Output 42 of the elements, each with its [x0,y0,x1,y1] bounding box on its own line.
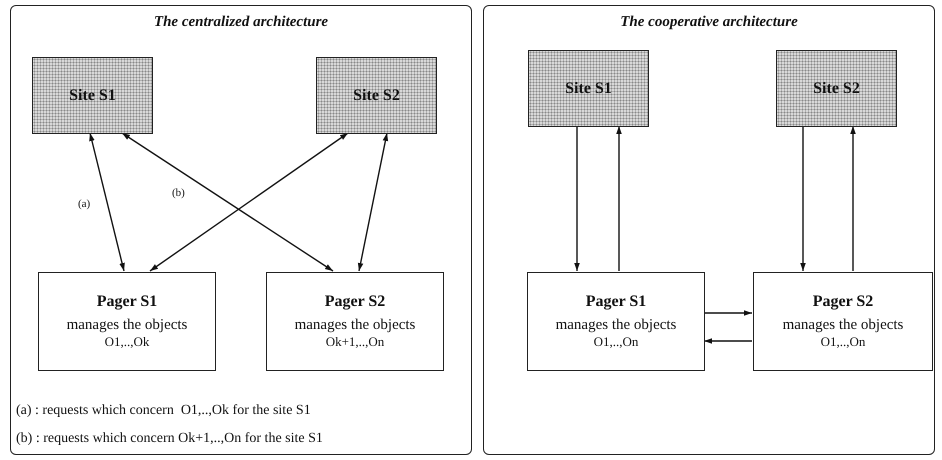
panel-title: The centralized architecture [152,14,330,31]
panel-frame [10,5,472,455]
pager-box [266,272,444,371]
object-range: Ok+1,..,On [326,334,384,350]
object-range: O1,..,On [820,334,866,350]
pager-box [38,272,216,371]
edge-label: (a) [77,198,92,210]
pager-name: Pager S2 [324,293,386,311]
pager-box [753,272,933,371]
panel-frame [483,5,935,455]
site-box [776,50,897,127]
arrow [616,126,622,271]
arrow [800,126,806,271]
panel-title: The cooperative architecture [619,14,799,31]
pager-box [527,272,705,371]
site-name: Site S2 [353,86,400,104]
arrow [122,132,334,272]
arrow [574,126,580,271]
pager-name: Pager S1 [96,293,158,311]
site-name: Site S2 [813,80,860,98]
arrow [150,132,348,272]
arrow [850,126,856,271]
footnote: (a) : requests which concern O1,..,Ok for the site S1 [16,403,311,419]
edge-label: (b) [171,187,186,199]
site-name: Site S1 [69,86,116,104]
pager-name: Pager S2 [812,293,874,311]
site-box [316,57,437,134]
arrow [89,132,125,272]
pager-description: manages the objects [556,317,676,334]
arrow [704,338,752,344]
pager-description: manages the objects [66,317,188,334]
pager-description: manages the objects [782,317,904,334]
site-box [528,50,649,127]
footnote: (b) : requests which concern Ok+1,..,On for the site S1 [16,431,323,447]
arrow [704,310,752,316]
pager-description: manages the objects [294,317,416,334]
arrow [358,132,388,272]
site-name: Site S1 [565,80,612,98]
pager-name: Pager S1 [586,293,646,311]
object-range: O1,..,On [594,334,638,350]
object-range: O1,..,Ok [104,334,150,350]
site-box [32,57,153,134]
